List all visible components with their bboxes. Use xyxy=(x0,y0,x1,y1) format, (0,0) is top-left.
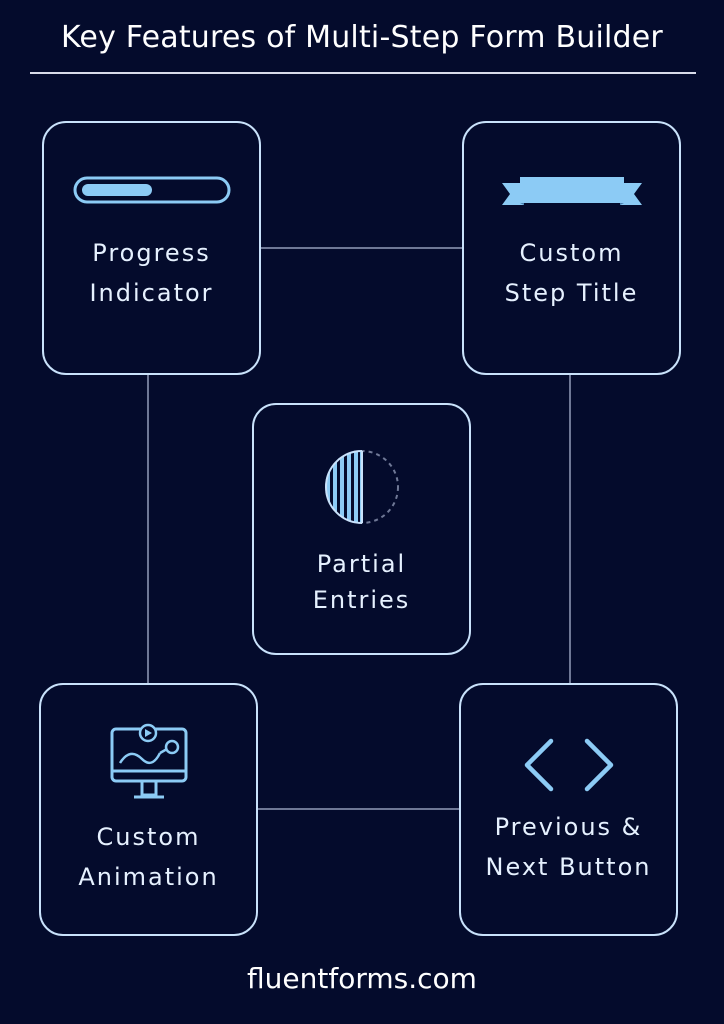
connector-bottom xyxy=(258,808,460,810)
feature-card-custom-animation: Custom Animation xyxy=(39,683,258,936)
feature-card-partial-entries: Partial Entries xyxy=(252,403,471,655)
feature-card-custom-step-title: Custom Step Title xyxy=(462,121,681,375)
feature-label-prev-next-button: Previous & Next Button xyxy=(485,813,652,881)
feature-card-prev-next-button: Previous & Next Button xyxy=(459,683,678,936)
feature-card-progress-indicator: Progress Indicator xyxy=(42,121,261,375)
title-divider xyxy=(30,72,696,74)
connector-top xyxy=(261,247,463,249)
feature-label-partial-entries: Partial Entries xyxy=(312,550,411,614)
half-circle-icon xyxy=(254,447,469,527)
chevron-left-right-icon xyxy=(461,735,676,795)
progress-bar-icon xyxy=(44,175,259,205)
animation-monitor-icon xyxy=(41,723,256,805)
footer-website: fluentforms.com xyxy=(247,962,477,995)
feature-label-custom-animation: Custom Animation xyxy=(78,823,219,891)
connector-right xyxy=(569,375,571,683)
connector-left xyxy=(147,375,149,683)
ribbon-banner-icon xyxy=(464,175,679,207)
page-title: Key Features of Multi-Step Form Builder xyxy=(61,20,663,55)
feature-label-progress-indicator: Progress Indicator xyxy=(89,239,214,307)
feature-label-custom-step-title: Custom Step Title xyxy=(504,239,639,307)
